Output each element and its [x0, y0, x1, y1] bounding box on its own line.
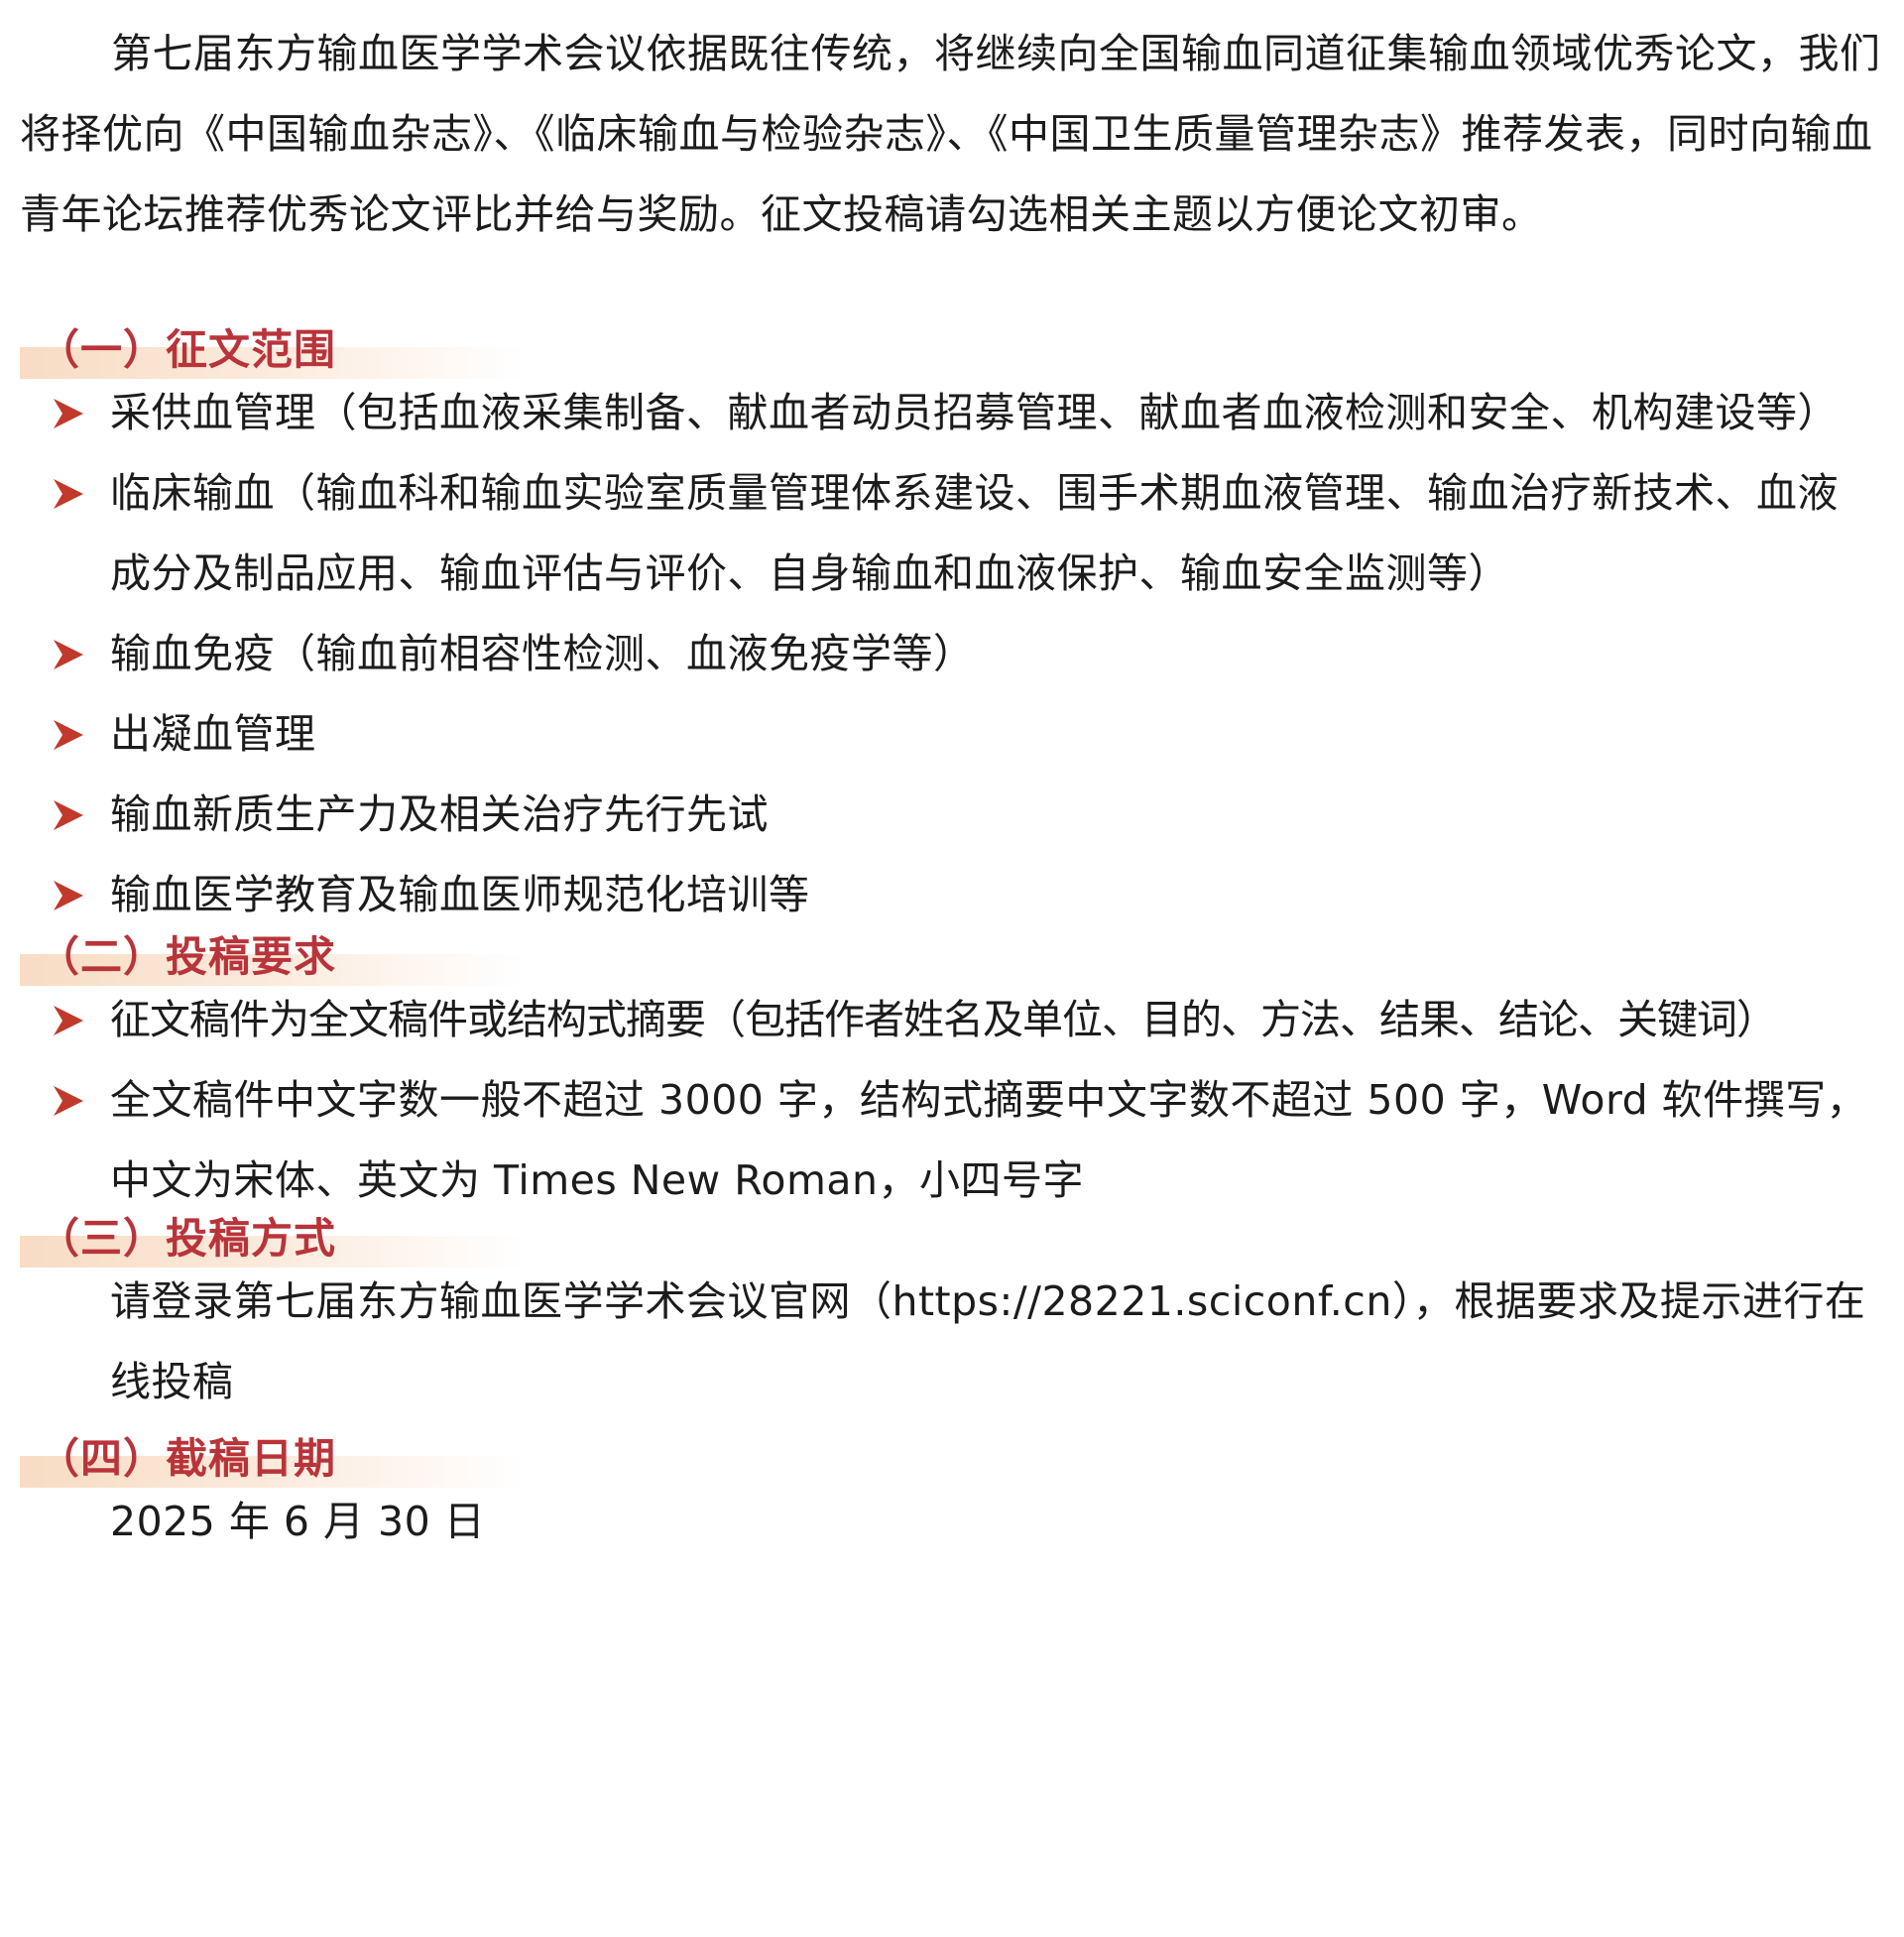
list-item-text: 出凝血管理 [110, 710, 316, 758]
requirements-list: 征文稿件为全文稿件或结构式摘要（包括作者姓名及单位、目的、方法、结果、结论、关键… [0, 980, 1904, 1221]
list-item: 采供血管理（包括血液采集制备、献血者动员招募管理、献血者血液检测和安全、机构建设… [0, 373, 1904, 453]
list-item-text: 输血新质生产力及相关治疗先行先试 [110, 790, 769, 838]
section-heading-submission-method: （三）投稿方式 [20, 1208, 555, 1271]
section-title: （三）投稿方式 [38, 1214, 337, 1263]
list-item: 全文稿件中文字数一般不超过 3000 字，结构式摘要中文字数不超过 500 字，… [0, 1060, 1904, 1221]
heading-highlight [20, 1456, 526, 1488]
intro-paragraph: 第七届东方输血医学学术会议依据既往传统，将继续向全国输血同道征集输血领域优秀论文… [20, 30, 1881, 238]
arrowhead-bullet-icon [54, 881, 83, 910]
section-title: （一）征文范围 [38, 325, 337, 374]
list-item: 输血医学教育及输血医师规范化培训等 [0, 855, 1904, 935]
section-heading-scope: （一）征文范围 [20, 319, 555, 383]
arrowhead-bullet-icon [54, 800, 83, 830]
arrowhead-bullet-icon [54, 479, 83, 509]
list-item: 临床输血（输血科和输血实验室质量管理体系建设、围手术期血液管理、输血治疗新技术、… [0, 453, 1904, 614]
section-title: （四）截稿日期 [38, 1434, 337, 1483]
scope-list: 采供血管理（包括血液采集制备、献血者动员招募管理、献血者血液检测和安全、机构建设… [0, 373, 1904, 935]
list-item: 出凝血管理 [0, 694, 1904, 775]
list-item-text: 输血医学教育及输血医师规范化培训等 [110, 871, 810, 918]
list-item-text: 临床输血（输血科和输血实验室质量管理体系建设、围手术期血液管理、输血治疗新技术、… [110, 469, 1839, 597]
arrowhead-bullet-icon [54, 1086, 83, 1116]
list-item-text: 采供血管理（包括血液采集制备、献血者动员招募管理、献血者血液检测和安全、机构建设… [110, 389, 1839, 436]
section-heading-deadline: （四）截稿日期 [20, 1428, 555, 1492]
heading-highlight [20, 954, 526, 986]
list-item-text: 输血免疫（输血前相容性检测、血液免疫学等） [110, 630, 975, 677]
arrowhead-bullet-icon [54, 640, 83, 669]
submission-method-text: 请登录第七届东方输血医学学术会议官网（https://28221.sciconf… [110, 1277, 1866, 1405]
arrowhead-bullet-icon [54, 1006, 83, 1035]
list-item: 输血新质生产力及相关治疗先行先试 [0, 775, 1904, 855]
deadline-date: 2025 年 6 月 30 日 [110, 1498, 486, 1545]
heading-highlight [20, 347, 526, 379]
arrowhead-bullet-icon [54, 720, 83, 750]
arrowhead-bullet-icon [54, 399, 83, 428]
heading-highlight [20, 1236, 526, 1268]
list-item-text: 征文稿件为全文稿件或结构式摘要（包括作者姓名及单位、目的、方法、结果、结论、关键… [110, 996, 1777, 1043]
list-item: 输血免疫（输血前相容性检测、血液免疫学等） [0, 614, 1904, 694]
list-item-text: 全文稿件中文字数一般不超过 3000 字，结构式摘要中文字数不超过 500 字，… [110, 1076, 1868, 1204]
list-item: 征文稿件为全文稿件或结构式摘要（包括作者姓名及单位、目的、方法、结果、结论、关键… [0, 980, 1904, 1060]
section-heading-requirements: （二）投稿要求 [20, 926, 555, 990]
section-title: （二）投稿要求 [38, 932, 337, 981]
